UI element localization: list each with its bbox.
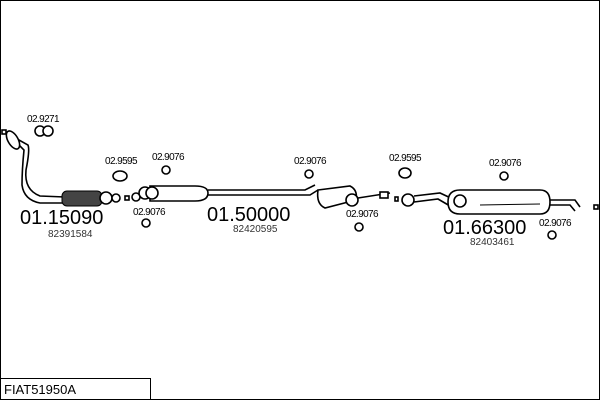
part-number: 01.66300 [443,217,526,239]
accessory-label: 02.9076 [294,156,327,167]
accessory-label: 02.9595 [105,156,138,167]
rear-silencer-drawing [401,189,599,215]
rubber-mount-icon [304,169,314,179]
gasket-icon [112,170,128,182]
accessory-label: 02.9595 [389,153,422,164]
rubber-mount-icon [161,165,171,175]
part-number: 01.50000 [207,204,290,226]
accessory-label: 02.9076 [152,152,185,163]
middle-silencer-drawing [124,184,319,202]
rubber-mount-icon [141,218,151,228]
gasket-icon [398,167,412,179]
accessory-label: 02.9076 [489,158,522,169]
diagram-code: FIAT51950A [4,382,76,397]
oem-number: 82391584 [48,229,93,240]
rubber-mount-icon [499,171,509,181]
oem-number: 82403461 [470,237,515,248]
oem-number: 82420595 [233,224,278,235]
intermediate-silencer-drawing [316,185,399,209]
accessory-group: 02.9595 02.9076 02.9076 02.9076 02.9076 … [105,152,573,240]
accessory-label: 02.9076 [133,207,166,218]
front-pipe-drawing [1,129,121,207]
accessory-label: 02.9076 [346,209,379,220]
part-number: 01.15090 [20,207,103,229]
rubber-mount-icon [354,222,364,232]
accessory-label: 02.9076 [539,218,572,229]
rubber-mount-icon [547,230,557,240]
gasket-02-9271 [34,125,54,137]
accessory-label: 02.9271 [27,114,60,125]
